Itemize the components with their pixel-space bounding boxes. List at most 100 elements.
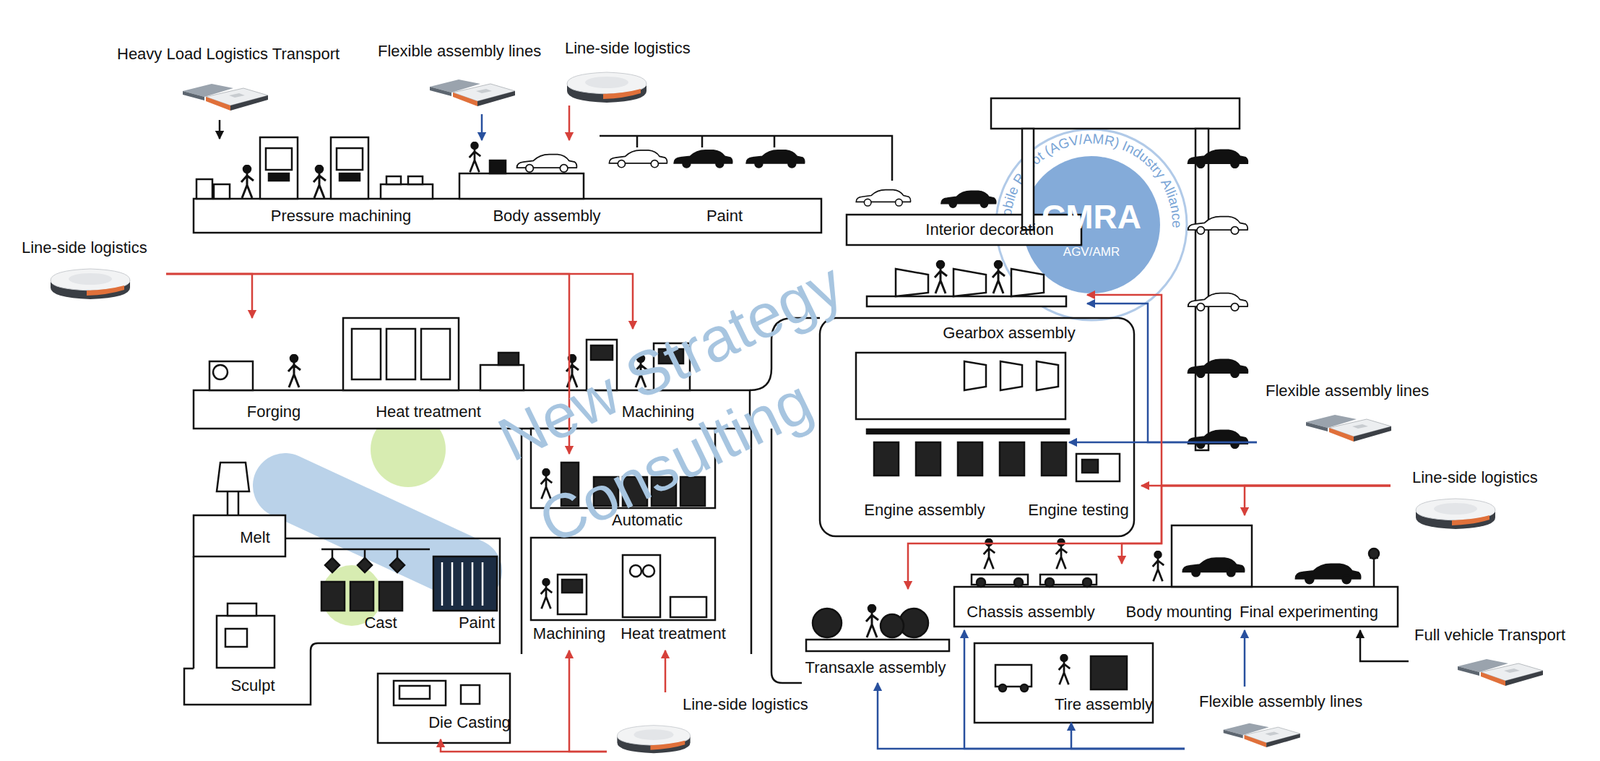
station-area: Paint bbox=[635, 140, 814, 233]
flow-arrow bbox=[877, 682, 1185, 749]
agv-callout: Line-side logistics bbox=[1390, 468, 1546, 537]
station-label: Heat treatment bbox=[620, 624, 726, 643]
station-label: Body mounting bbox=[1126, 602, 1233, 622]
flow-arrow bbox=[481, 114, 484, 141]
station-label: Pressure machining bbox=[270, 206, 412, 226]
flow-arrow bbox=[166, 273, 253, 318]
callout-label: Flexible assembly lines bbox=[1265, 381, 1429, 401]
station-area: Die Casting bbox=[404, 675, 535, 739]
flow-arrow bbox=[1360, 629, 1409, 661]
station-area: Machining bbox=[521, 538, 617, 651]
station-label: Engine assembly bbox=[863, 500, 986, 520]
station-area: Body mounting bbox=[1123, 515, 1257, 630]
station-label: Body assembly bbox=[492, 206, 601, 226]
agv-icon bbox=[567, 72, 647, 103]
agv-icon bbox=[1300, 405, 1395, 450]
station-area: Engine testing bbox=[1025, 462, 1142, 526]
agv-icon bbox=[182, 83, 268, 111]
station-label: Machining bbox=[621, 402, 695, 422]
flow-arrow bbox=[166, 273, 633, 329]
station-label: Automatic bbox=[611, 510, 683, 530]
station-label: Paint bbox=[458, 613, 495, 633]
station-label: Tire assembly bbox=[1054, 694, 1153, 714]
station-area: Paint bbox=[433, 548, 521, 640]
agv-icon bbox=[424, 70, 518, 115]
agv-icon bbox=[1457, 658, 1543, 686]
flow-arrow bbox=[569, 650, 607, 752]
stations bbox=[184, 98, 1398, 743]
flow-arrow bbox=[568, 105, 571, 141]
station-label: Heat treatment bbox=[375, 402, 482, 422]
station-area: Pressure machining bbox=[202, 138, 480, 233]
flow-arrow bbox=[440, 738, 607, 752]
agv-callout: Full vehicle Transport bbox=[1408, 625, 1590, 695]
callout-label: Line-side logistics bbox=[564, 39, 691, 58]
watermark-text: AGV/AMR bbox=[1063, 245, 1120, 258]
station-label: Final experimenting bbox=[1239, 602, 1379, 622]
station-area: Cast bbox=[317, 548, 445, 640]
agv-icon bbox=[43, 265, 138, 302]
station-area: Interior decoration bbox=[895, 214, 1091, 245]
station-area: Machining bbox=[577, 328, 739, 429]
station-label: Gearbox assembly bbox=[942, 323, 1075, 343]
station-label: Chassis assembly bbox=[966, 602, 1095, 622]
flow-arrow bbox=[664, 650, 667, 693]
station-label: Sculpt bbox=[230, 676, 275, 695]
agv-icon bbox=[1415, 498, 1496, 529]
station-area: Melt bbox=[216, 455, 297, 553]
agv-icon bbox=[559, 69, 654, 106]
station-label: Engine testing bbox=[1027, 500, 1129, 520]
flow-arrow bbox=[218, 119, 222, 139]
station-label: Machining bbox=[533, 624, 606, 643]
station-label: Interior decoration bbox=[925, 220, 1054, 240]
flow-arrow bbox=[1087, 303, 1257, 443]
station-label: Melt bbox=[239, 528, 271, 547]
station-area: Gearbox assembly bbox=[931, 285, 1088, 349]
station-area: Sculpt bbox=[202, 599, 304, 703]
agv-callout: Line-side logistics bbox=[556, 39, 712, 106]
flow-arrow bbox=[1244, 485, 1391, 516]
flow-arrow bbox=[1071, 722, 1185, 749]
station-label: Transaxle assembly bbox=[805, 658, 947, 677]
flow-arrow bbox=[1069, 441, 1257, 444]
agv-icon bbox=[1223, 723, 1301, 747]
callout-label: Line-side logistics bbox=[21, 238, 148, 258]
agv-callout: Heavy Load Logistics Transport bbox=[108, 44, 362, 120]
agv-icon bbox=[176, 75, 271, 119]
agv-callout: Flexible assembly lines bbox=[1184, 686, 1387, 756]
agv-icon bbox=[1451, 650, 1546, 694]
agv-icon bbox=[50, 268, 131, 300]
station-area: Final experimenting bbox=[1236, 556, 1389, 630]
station-label: Paint bbox=[706, 206, 743, 226]
agv-callout: Flexible assembly lines bbox=[372, 41, 562, 115]
agv-icon bbox=[1408, 495, 1503, 532]
agv-icon bbox=[1306, 414, 1392, 442]
agv-icon bbox=[1217, 715, 1304, 755]
agv-icon bbox=[616, 725, 690, 754]
station-label: Die Casting bbox=[428, 712, 511, 732]
station-area: Forging bbox=[205, 317, 344, 429]
station-area: Automatic bbox=[556, 453, 739, 537]
agv-callout: Line-side logistics bbox=[606, 692, 824, 759]
flow-arrow bbox=[1243, 629, 1247, 687]
callout-label: Full vehicle Transport bbox=[1414, 625, 1566, 645]
callout-label: Line-side logistics bbox=[682, 694, 809, 714]
agv-callout: Flexible assembly lines bbox=[1256, 381, 1452, 451]
callout-label: Line-side logistics bbox=[1412, 468, 1538, 487]
agv-icon bbox=[610, 722, 698, 756]
station-area: Transaxle assembly bbox=[801, 588, 950, 683]
station-area: Chassis assembly bbox=[953, 563, 1131, 630]
station-label: Forging bbox=[247, 402, 302, 422]
station-area: Heat treatment bbox=[617, 538, 729, 651]
callout-label: Heavy Load Logistics Transport bbox=[117, 44, 340, 64]
station-label: Cast bbox=[364, 613, 397, 633]
agv-icon bbox=[429, 79, 516, 107]
agv-callout: Line-side logistics bbox=[18, 238, 167, 305]
flow-arrow bbox=[964, 629, 1185, 749]
callout-label: Flexible assembly lines bbox=[1199, 692, 1363, 711]
station-area: Heat treatment bbox=[346, 317, 510, 429]
station-area: Body assembly bbox=[462, 140, 632, 233]
watermark-text: CMRA bbox=[1041, 200, 1142, 234]
